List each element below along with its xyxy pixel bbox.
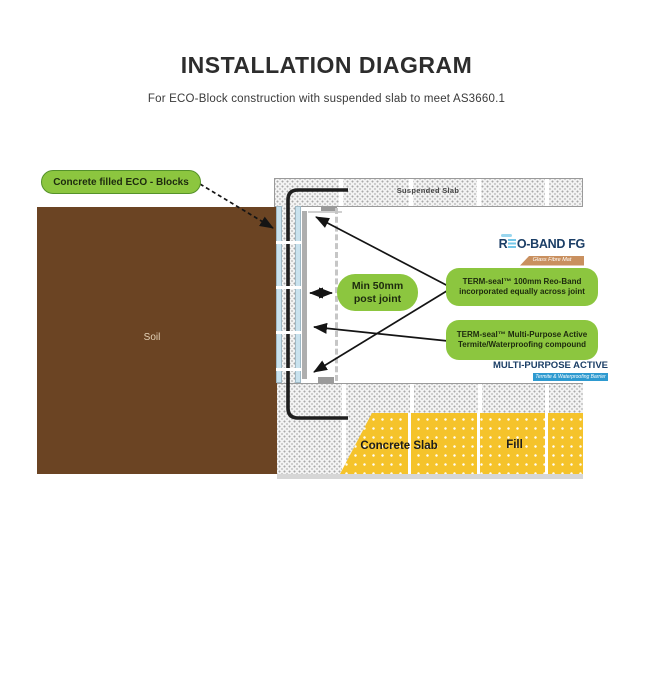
reo-band-fg-logo: R O-BAND FG bbox=[488, 237, 586, 251]
soil-area bbox=[37, 207, 277, 474]
block-joint bbox=[276, 368, 301, 371]
slab-joint bbox=[545, 179, 549, 206]
mpa-tagline-ribbon: Termite & Waterproofing Barrier bbox=[533, 372, 608, 381]
concrete-slab-label: Concrete Slab bbox=[360, 440, 438, 452]
footing-joint bbox=[342, 384, 346, 474]
fill-joint bbox=[545, 413, 548, 474]
suspended-slab-area bbox=[274, 178, 583, 207]
eco-block-wall bbox=[276, 206, 301, 383]
reo-band-logo-part1: R bbox=[498, 237, 508, 251]
min-post-joint-callout: Min 50mm post joint bbox=[337, 274, 418, 311]
soil-label: Soil bbox=[143, 332, 161, 343]
eco-block-concrete-core bbox=[282, 206, 295, 383]
eco-block-face bbox=[295, 206, 301, 383]
block-joint bbox=[276, 286, 301, 289]
joint-tab-bottom bbox=[318, 377, 334, 383]
multi-purpose-active-logo: MULTI-PURPOSE ACTIVE bbox=[492, 360, 608, 371]
fill-label: Fill bbox=[506, 439, 523, 451]
slab-joint bbox=[477, 179, 481, 206]
eco-blocks-callout: Concrete filled ECO - Blocks bbox=[41, 170, 201, 194]
waterproofing-compound-layer bbox=[302, 211, 307, 379]
page-subtitle: For ECO-Block construction with suspende… bbox=[147, 93, 506, 105]
slab-joint bbox=[409, 179, 413, 206]
page-title: INSTALLATION DIAGRAM bbox=[180, 52, 473, 78]
reo-band-logo-part2: O-BAND FG bbox=[516, 237, 585, 251]
base-strip bbox=[277, 474, 583, 479]
block-joint bbox=[276, 331, 301, 334]
reo-band-logo-accent bbox=[501, 234, 512, 237]
eco-block-face bbox=[276, 206, 282, 383]
block-joint bbox=[276, 241, 301, 244]
reo-band-tagline-ribbon: Glass Fibre Mat bbox=[520, 256, 584, 266]
fill-joint bbox=[477, 413, 480, 474]
compound-callout: TERM-seal™ Multi-Purpose Active Termite/… bbox=[446, 320, 598, 360]
concrete-slab-fill-area bbox=[340, 413, 583, 474]
fill-joint bbox=[408, 413, 411, 474]
stylized-e-bars-icon bbox=[507, 238, 516, 248]
reo-band-callout: TERM-seal™ 100mm Reo-Band incorporated e… bbox=[446, 268, 598, 306]
slab-joint bbox=[339, 179, 343, 206]
suspended-slab-label: Suspended Slab bbox=[396, 186, 460, 195]
